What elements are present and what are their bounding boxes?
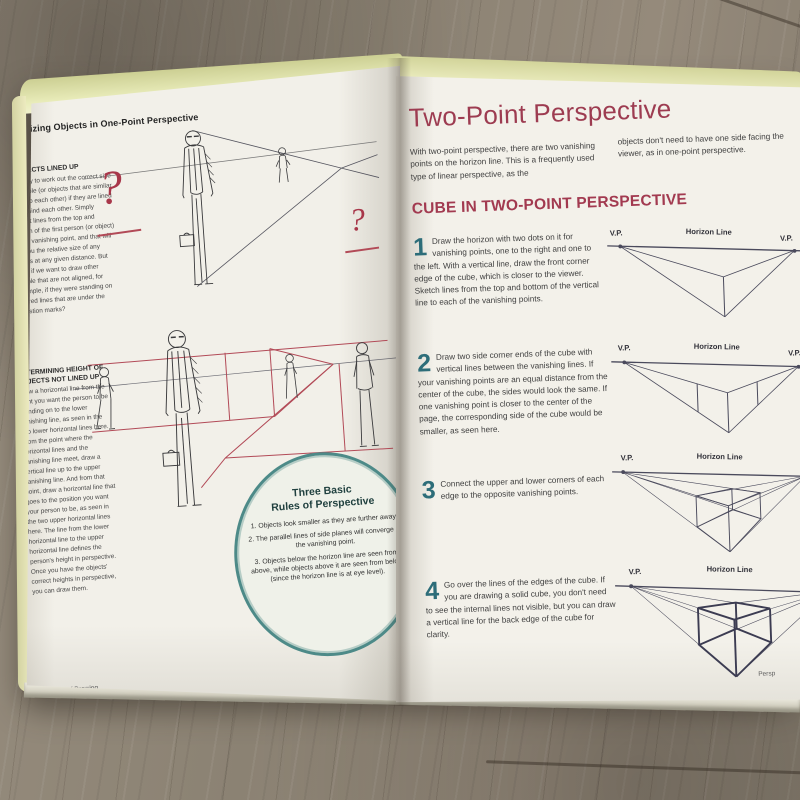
- illustration-heights-not-lined-up: [74, 330, 399, 507]
- figure-walking-left: [94, 367, 116, 430]
- figure-man-briefcase: [179, 130, 216, 286]
- horizon-line-label: Horizon Line: [696, 451, 743, 462]
- left-page: Sizing Objects in One-Point Perspective …: [18, 65, 400, 701]
- diagram-step-4: V.P. Horizon Line: [612, 558, 800, 697]
- question-mark-small: ?: [347, 200, 367, 238]
- figure-right: [353, 342, 379, 448]
- step-2: 2 Draw two side corner ends of the cube …: [417, 346, 610, 439]
- wood-plank-seam: [691, 0, 800, 40]
- red-construction-lines: [87, 339, 394, 489]
- question-mark-large: ?: [96, 160, 125, 216]
- wood-plank-seam: [486, 760, 800, 775]
- figure-small-distant: [275, 147, 291, 183]
- step-1: 1 Draw the horizon with two dots on it f…: [413, 230, 605, 310]
- figure-small-distant: [284, 354, 298, 399]
- chapter-title: Two-Point Perspective: [408, 93, 672, 133]
- step-4: 4 Go over the lines of the edges of the …: [425, 574, 617, 642]
- illustration-subjects-lined-up: [83, 130, 380, 287]
- right-page: Two-Point Perspective With two-point per…: [396, 76, 800, 703]
- step-3-number: 3: [421, 476, 437, 505]
- horizon-line-label: Horizon Line: [685, 226, 732, 237]
- vp-left-label: V.P.: [628, 566, 642, 577]
- vp-left-label: V.P.: [620, 453, 634, 463]
- step-1-number: 1: [412, 233, 428, 262]
- figure-man-briefcase: [162, 330, 203, 507]
- step-1-text: Draw the horizon with two dots on it for…: [413, 232, 600, 309]
- step-2-number: 2: [416, 349, 432, 378]
- intro-column-2: objects don't need to have one side faci…: [617, 131, 785, 159]
- section2-body: Draw a horizontal line from the point yo…: [18, 383, 117, 596]
- step-2-text: Draw two side corner ends of the cube wi…: [417, 347, 608, 437]
- section-heading: CUBE IN TWO-POINT PERSPECTIVE: [411, 191, 688, 218]
- diagram-step-2: V.P. Horizon Line V.P.: [608, 335, 800, 447]
- rule-item-3: 3. Objects below the horizon line are se…: [250, 548, 404, 583]
- step-3: 3 Connect the upper and lower corners of…: [421, 473, 612, 504]
- intro-column-1: With two-point perspective, there are tw…: [409, 141, 596, 182]
- vp-left-label: V.P.: [609, 228, 623, 238]
- step-4-number: 4: [424, 576, 440, 606]
- diagram-step-1: V.P. Horizon Line V.P.: [604, 219, 800, 328]
- vp-left-label: V.P.: [617, 343, 631, 353]
- step-3-text: Connect the upper and lower corners of e…: [440, 474, 605, 502]
- right-page-footer: Persp: [758, 670, 776, 678]
- diagram-step-3: V.P. Horizon Line V.P.: [608, 442, 800, 569]
- horizon-line-label: Horizon Line: [706, 564, 753, 575]
- vp-right-label: V.P.: [779, 233, 793, 243]
- step-4-text: Go over the lines of the edges of the cu…: [425, 575, 616, 640]
- horizon-line-label: Horizon Line: [693, 341, 740, 352]
- vp-right-label: V.P.: [787, 348, 800, 358]
